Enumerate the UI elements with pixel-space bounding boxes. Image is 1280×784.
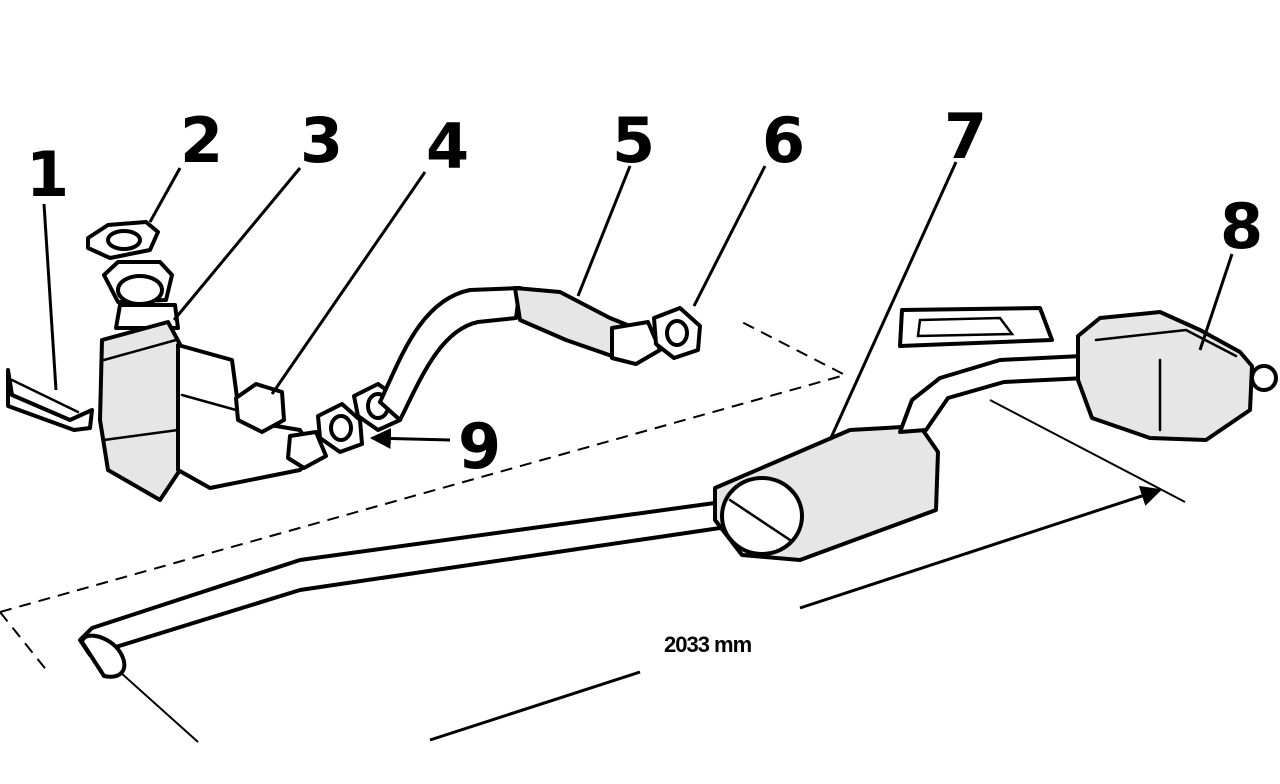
callout-7: 7 bbox=[944, 100, 987, 173]
callout-8: 8 bbox=[1220, 190, 1263, 263]
callout-5: 5 bbox=[612, 104, 655, 177]
callout-labels: 1 2 3 4 5 6 7 8 9 bbox=[26, 100, 1263, 483]
dimension-lines bbox=[119, 399, 1186, 743]
part-3-catalytic-converter bbox=[98, 260, 317, 502]
part-8-rear-muffler bbox=[1076, 310, 1278, 442]
callout-1: 1 bbox=[26, 138, 69, 211]
part-6-gasket bbox=[652, 306, 702, 360]
part-5-front-pipe bbox=[378, 286, 662, 422]
leader-lines bbox=[42, 161, 1234, 449]
callout-9: 9 bbox=[458, 410, 501, 483]
dimension-label: 2033 mm bbox=[664, 632, 752, 657]
part-2-gasket bbox=[86, 220, 160, 260]
dashed-floor-outline bbox=[0, 319, 848, 673]
part-4-gasket bbox=[234, 382, 328, 470]
callout-2: 2 bbox=[180, 104, 223, 177]
callout-3: 3 bbox=[300, 104, 343, 177]
callout-4: 4 bbox=[426, 110, 469, 183]
callout-6: 6 bbox=[762, 104, 805, 177]
part-1-bracket bbox=[6, 368, 94, 432]
part-7-center-muffler bbox=[78, 306, 1088, 679]
